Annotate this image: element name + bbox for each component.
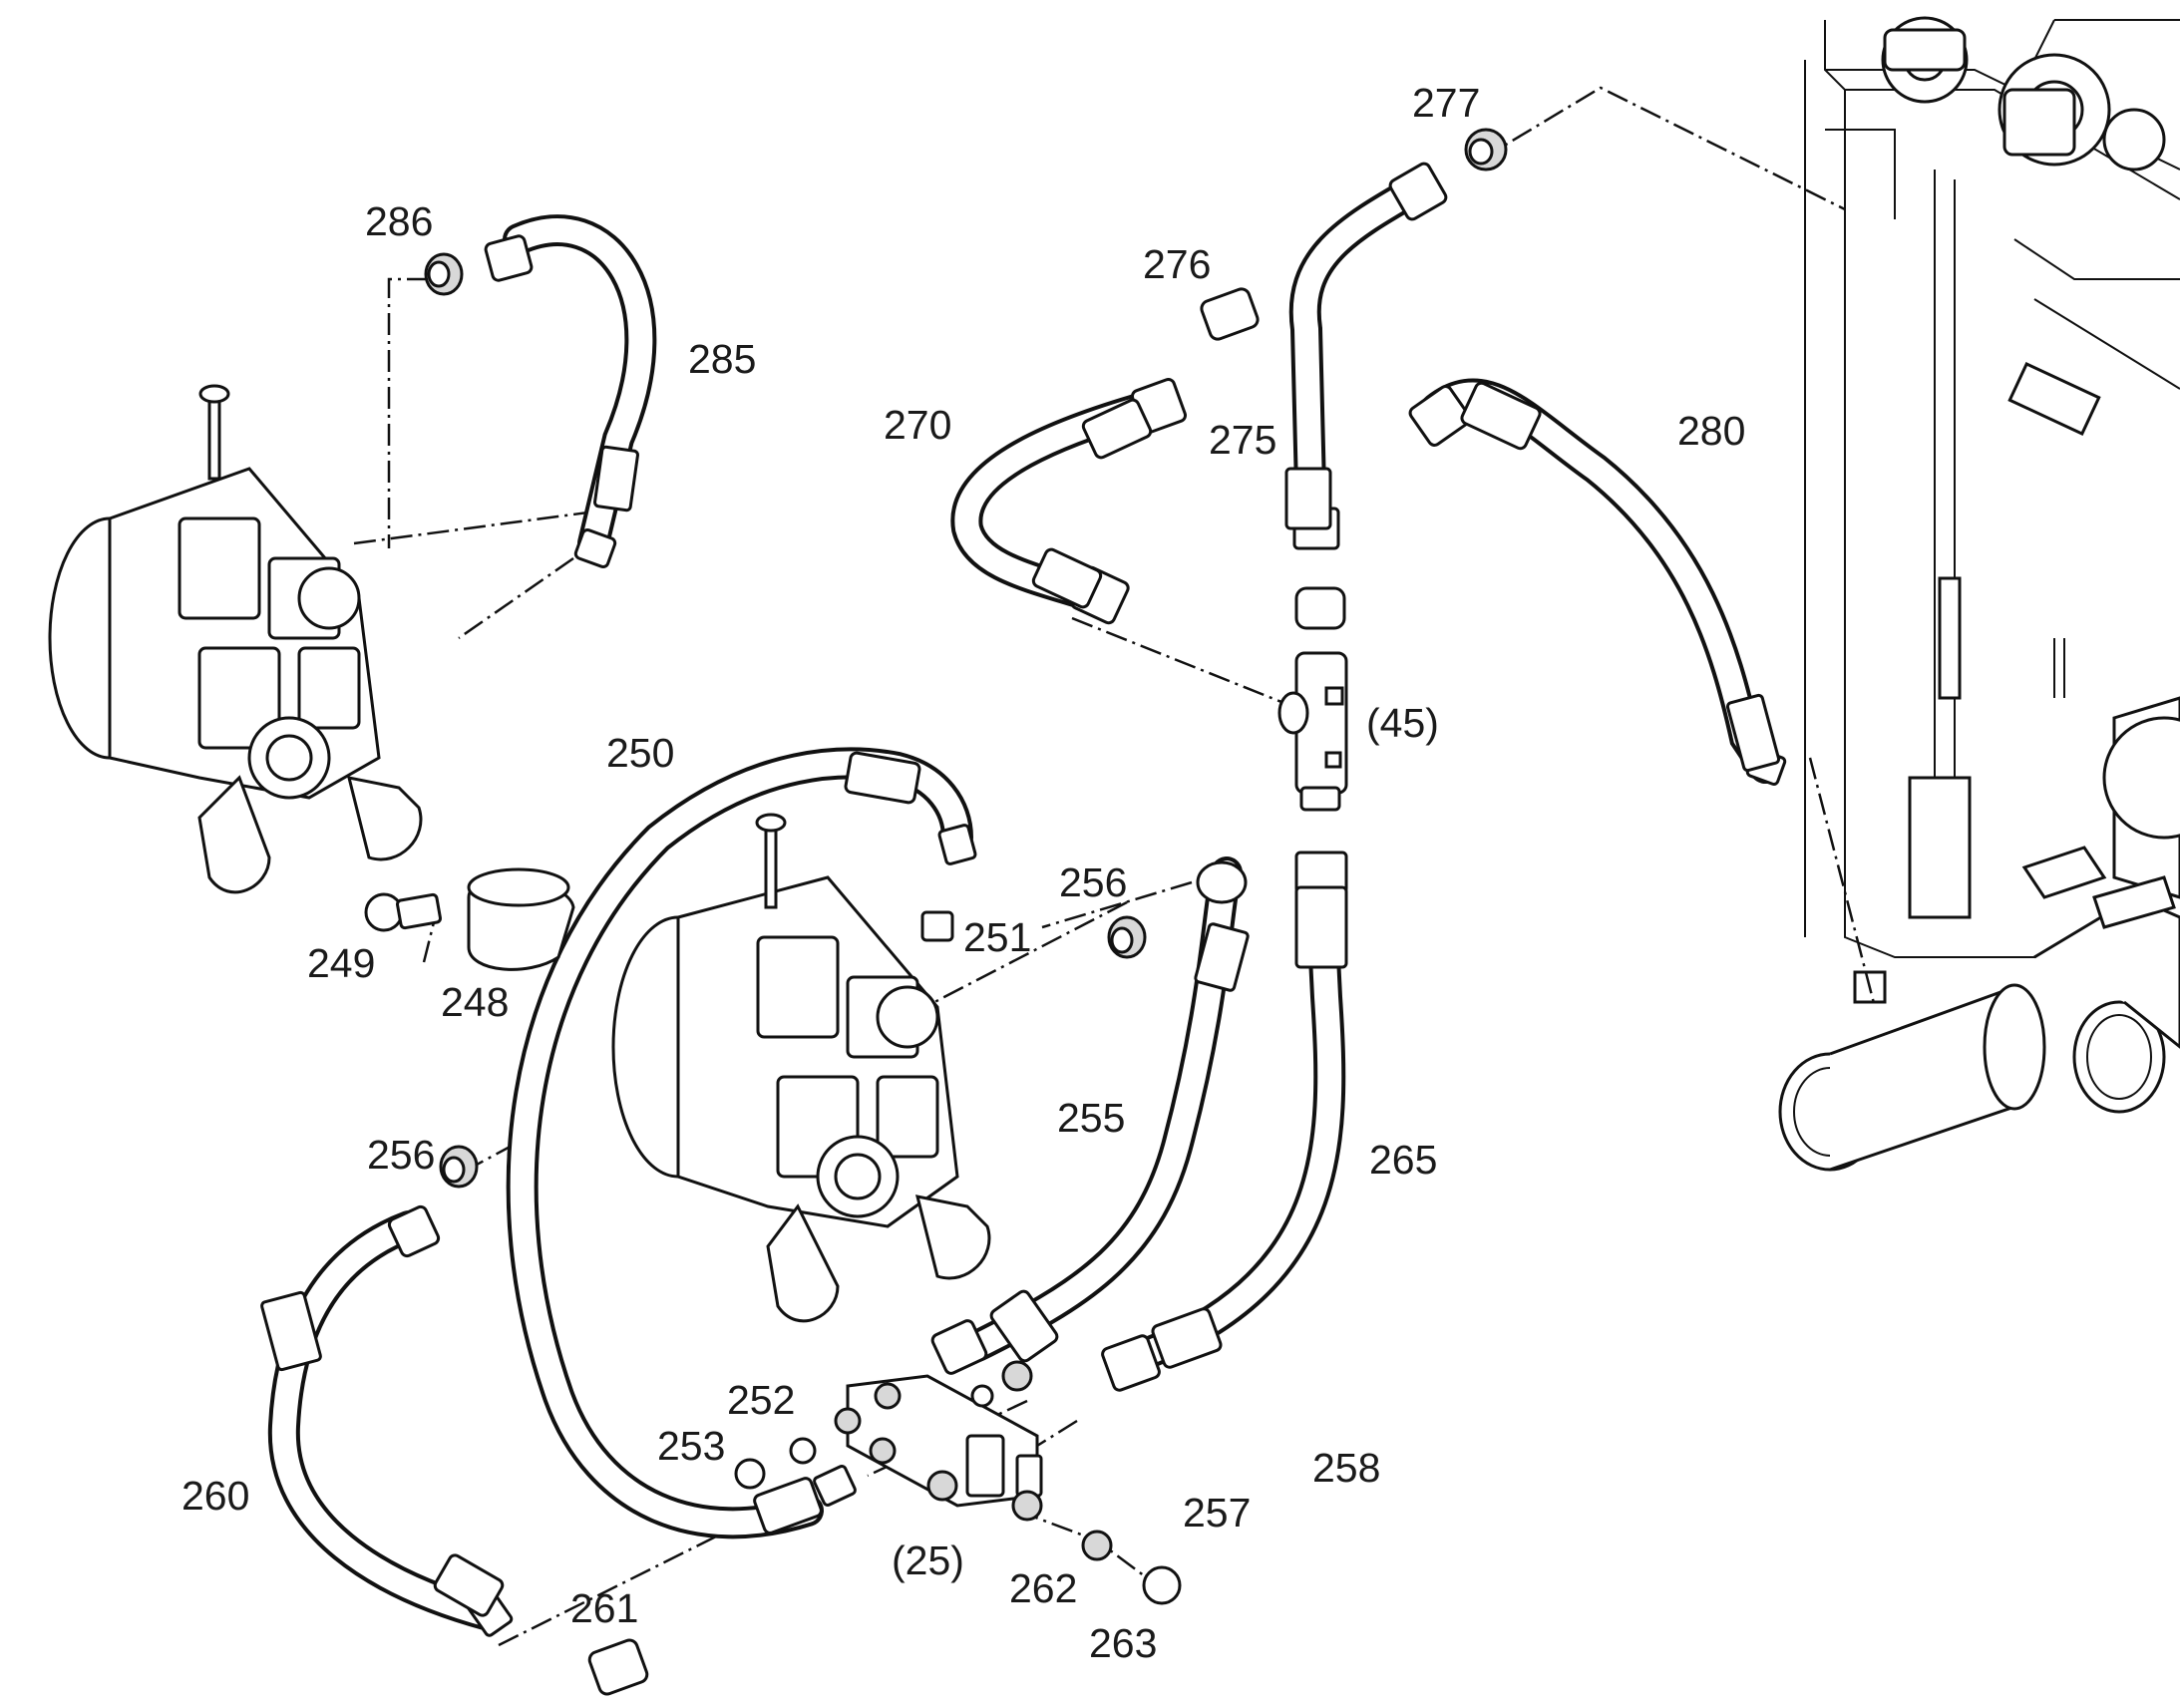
- hose-sleeves: [260, 381, 1781, 1617]
- callout-258[interactable]: 258: [1312, 1445, 1381, 1491]
- callout-260[interactable]: 260: [182, 1473, 250, 1519]
- callout-251[interactable]: 251: [963, 914, 1032, 960]
- callout-25[interactable]: (25): [892, 1537, 964, 1583]
- callout-276[interactable]: 276: [1143, 241, 1212, 287]
- callout-263[interactable]: 263: [1089, 1620, 1158, 1666]
- callout-252[interactable]: 252: [727, 1377, 796, 1423]
- frame-structure: [1778, 16, 2180, 1172]
- callout-255[interactable]: 255: [1057, 1095, 1126, 1141]
- callout-257[interactable]: 257: [1183, 1490, 1252, 1536]
- callout-261[interactable]: 261: [570, 1585, 639, 1631]
- pump-unit-middle: [611, 813, 991, 1323]
- callout-249[interactable]: 249: [307, 940, 376, 986]
- callout-256-lower[interactable]: 256: [367, 1132, 436, 1178]
- callout-253[interactable]: 253: [657, 1423, 726, 1469]
- callout-256-upper[interactable]: 256: [1059, 859, 1128, 905]
- callout-270[interactable]: 270: [884, 402, 952, 448]
- callout-280[interactable]: 280: [1677, 408, 1746, 454]
- callout-285[interactable]: 285: [688, 336, 757, 382]
- callout-262[interactable]: 262: [1009, 1565, 1078, 1611]
- pump-unit-upper: [48, 384, 423, 894]
- callout-275[interactable]: 275: [1209, 417, 1277, 463]
- fittings: [364, 128, 1787, 1696]
- callout-265[interactable]: 265: [1369, 1137, 1438, 1183]
- callout-277[interactable]: 277: [1412, 80, 1481, 126]
- callout-286[interactable]: 286: [365, 198, 434, 244]
- callout-250[interactable]: 250: [606, 730, 675, 776]
- callout-45[interactable]: (45): [1366, 700, 1439, 746]
- callout-248[interactable]: 248: [441, 979, 510, 1025]
